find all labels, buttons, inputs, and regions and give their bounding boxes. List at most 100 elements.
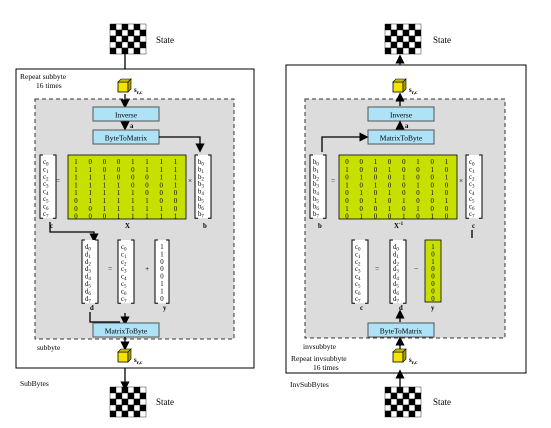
vector-entry: c4 xyxy=(469,189,475,198)
checker-cell xyxy=(396,404,404,412)
right-inner-caption: invsubbyte xyxy=(303,342,337,351)
matrix-cell: 1 xyxy=(145,198,148,205)
matrix-cell: 0 xyxy=(345,175,349,182)
checker-cell xyxy=(396,392,404,400)
checker-cell xyxy=(390,404,398,412)
matrix-cell: 0 xyxy=(430,175,434,182)
checker-cell xyxy=(414,404,422,412)
matrix-cell: 0 xyxy=(374,167,378,174)
matrix-cell: 1 xyxy=(359,175,362,182)
right-state-top-label: State xyxy=(433,35,451,45)
matrix-cell: 0 xyxy=(174,190,178,197)
checker-cell xyxy=(390,410,398,418)
vector-entry: 1 xyxy=(431,259,434,266)
checker-cell xyxy=(390,35,398,43)
matrix-cell: 0 xyxy=(131,175,135,182)
vector-entry: c0 xyxy=(43,159,49,168)
vector-entry: b0 xyxy=(313,159,319,168)
checker-cell xyxy=(402,404,410,412)
matrix-cell: 0 xyxy=(159,182,163,189)
vector-entry: b7 xyxy=(313,211,319,220)
checker-cell xyxy=(396,410,404,418)
vector-entry: c3 xyxy=(121,266,127,275)
right-repeat-line1: Repeat invsubbyte xyxy=(291,354,347,363)
checker-cell xyxy=(115,35,123,43)
bracket-left xyxy=(117,239,121,304)
matrix-cell: 1 xyxy=(88,190,91,197)
matrix-cell: 1 xyxy=(359,190,362,197)
vector-bg xyxy=(310,155,326,219)
checker-cell xyxy=(127,386,135,394)
checker-cell xyxy=(414,410,422,418)
bracket-left xyxy=(389,239,393,304)
checker-cell xyxy=(127,392,135,400)
left-a-label: a xyxy=(130,123,134,130)
right-matrixtobyte-label: MatrixToByte xyxy=(380,134,423,143)
matrix-cell: 1 xyxy=(159,206,162,213)
byte-cube-icon xyxy=(392,78,407,93)
matrix-cell: 1 xyxy=(74,167,77,174)
checker-cell xyxy=(139,23,147,31)
matrix-cell: 1 xyxy=(145,159,148,166)
matrix-cell: 0 xyxy=(388,214,392,221)
checker-cell xyxy=(109,386,117,394)
matrix-cell: 1 xyxy=(416,159,419,166)
matrix-cell: 0 xyxy=(359,182,363,189)
checker-cell xyxy=(127,410,135,418)
vector-entry: b7 xyxy=(198,211,204,220)
vector-entry: c4 xyxy=(355,274,361,283)
checker-cell xyxy=(115,398,123,406)
left-repeat-line1: Repeat subbyte xyxy=(20,72,67,81)
checker-cell xyxy=(115,404,123,412)
checker-cell xyxy=(133,392,141,400)
right-minus-symbol: − xyxy=(414,264,418,273)
vector-entry: c2 xyxy=(43,174,49,183)
vector-entry: c6 xyxy=(121,288,127,297)
vector-entry: d0 xyxy=(85,244,91,253)
bracket-right xyxy=(403,239,407,304)
vector-entry: 0 xyxy=(160,274,164,281)
checker-cell xyxy=(109,392,117,400)
checker-cell xyxy=(121,29,129,37)
checker-cell xyxy=(390,41,398,49)
checker-cell xyxy=(121,386,129,394)
checker-cell xyxy=(109,47,117,55)
matrix-cell: 0 xyxy=(430,206,434,213)
vector-entry: 1 xyxy=(160,244,163,251)
matrix-cell: 1 xyxy=(103,182,106,189)
matrix-cell: 0 xyxy=(345,190,349,197)
right-panel: State sr,c invsubbyte Inverse a MatrixTo… xyxy=(285,23,527,418)
checker-cell xyxy=(127,29,135,37)
matrix-cell: 0 xyxy=(388,182,392,189)
vector-entry: b3 xyxy=(198,181,204,190)
matrix-cell: 1 xyxy=(159,159,162,166)
checker-cell xyxy=(115,47,123,55)
matrix-cell: 1 xyxy=(430,214,433,221)
checker-cell xyxy=(408,392,416,400)
checker-cell xyxy=(408,23,416,31)
matrix-cell: 0 xyxy=(374,206,378,213)
left-s-label-2: sr,c xyxy=(134,357,143,366)
vector-entry: 0 xyxy=(431,266,435,273)
checker-cell xyxy=(390,392,398,400)
matrix-cell: 0 xyxy=(145,190,149,197)
checker-cell xyxy=(390,47,398,55)
checker-cell xyxy=(121,35,129,43)
matrix-cell: 1 xyxy=(88,175,91,182)
matrix-cell: 0 xyxy=(174,198,178,205)
vector-entry: b1 xyxy=(198,166,204,175)
vector-entry: b3 xyxy=(313,181,319,190)
vector-entry: d4 xyxy=(85,274,91,283)
vector-entry: 0 xyxy=(431,251,435,258)
matrix-cell: 0 xyxy=(359,159,363,166)
checker-cell xyxy=(139,47,147,55)
matrix-cell: 0 xyxy=(374,214,378,221)
checker-cell xyxy=(133,386,141,394)
left-inner-caption: subbyte xyxy=(37,343,61,352)
matrix-cell: 0 xyxy=(445,182,449,189)
